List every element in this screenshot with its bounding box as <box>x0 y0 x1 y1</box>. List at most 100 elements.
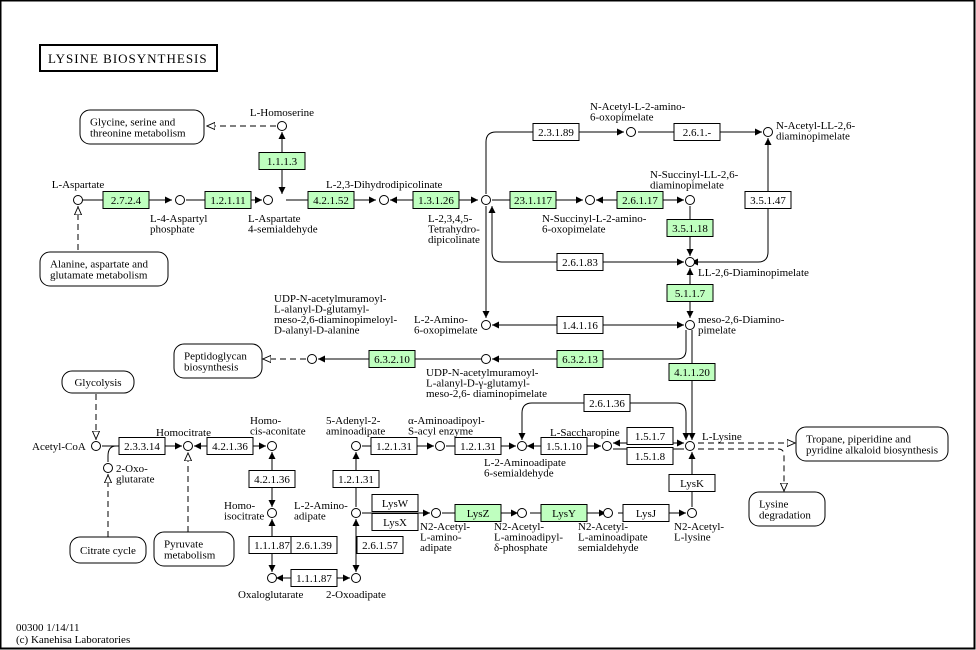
enzyme-box[interactable] <box>248 470 296 488</box>
compound-nacetylll[interactable]: N-Acetyl-LL-2,6-diaminopimelate <box>763 120 856 143</box>
enzyme-box[interactable] <box>626 447 674 465</box>
compound-udpmur2[interactable]: UDP-N-acetylmuramoyl-L-alanyl-D-γ-glutam… <box>426 354 547 401</box>
compound-node[interactable] <box>435 441 445 451</box>
compound-node[interactable] <box>585 195 595 205</box>
enzyme-box[interactable] <box>368 350 416 368</box>
enzyme-e63210[interactable]: 6.3.2.10 <box>368 350 416 368</box>
enzyme-e1113[interactable]: 1.1.1.3 <box>258 152 306 170</box>
enzyme-e23314[interactable]: 2.3.3.14 <box>118 437 166 455</box>
compound-aaacyl[interactable]: α-Aminoadipoyl-S-acyl enzyme <box>408 415 485 451</box>
enzyme-box[interactable] <box>622 504 670 522</box>
compound-asp[interactable]: L-Aspartate <box>52 179 105 205</box>
compound-node[interactable] <box>277 121 287 131</box>
compound-node[interactable] <box>517 441 527 451</box>
enzyme-e42152[interactable]: 4.2.1.52 <box>307 191 355 209</box>
compound-node[interactable] <box>73 195 83 205</box>
enzyme-box[interactable] <box>583 394 631 412</box>
enzyme-box[interactable] <box>118 437 166 455</box>
compound-node[interactable] <box>379 195 389 205</box>
map-link-box[interactable] <box>69 536 147 564</box>
enzyme-box[interactable] <box>668 474 716 492</box>
map-link-glyco[interactable]: Glycolysis <box>61 370 135 394</box>
enzyme-e13126[interactable]: 1.3.1.26 <box>412 191 460 209</box>
compound-thdp[interactable]: L-2,3,4,5-Tetrahydro-dipicolinate <box>428 195 491 247</box>
enzyme-e5117[interactable]: 5.1.1.7 <box>666 284 714 302</box>
enzyme-lysw[interactable]: LysW <box>371 494 419 512</box>
compound-mesodap[interactable]: meso-2,6-Diamino-pimelate <box>685 314 785 337</box>
compound-hser[interactable]: L-Homoserine <box>250 107 314 131</box>
enzyme-e11187a[interactable]: 1.1.1.87 <box>248 536 296 554</box>
compound-node[interactable] <box>481 354 491 364</box>
enzyme-e26139[interactable]: 2.6.1.39 <box>290 536 338 554</box>
enzyme-e41120[interactable]: 4.1.1.20 <box>668 363 716 381</box>
enzyme-lysz[interactable]: LysZ <box>454 504 502 522</box>
compound-node[interactable] <box>626 127 636 137</box>
compound-node[interactable] <box>685 320 695 330</box>
enzyme-e11187b[interactable]: 1.1.1.87 <box>290 569 338 587</box>
enzyme-e15110[interactable]: 1.5.1.10 <box>540 437 588 455</box>
compound-acoa[interactable]: Acetyl-CoA <box>32 441 101 453</box>
enzyme-lysy[interactable]: LysY <box>540 504 588 522</box>
enzyme-box[interactable] <box>102 191 150 209</box>
enzyme-e261x[interactable]: 2.6.1.- <box>673 123 721 141</box>
compound-nacetyl2a6o[interactable]: N-Acetyl-L-2-amino-6-oxopimelate <box>590 101 686 137</box>
compound-n2ac_aadipp[interactable]: N2-Acetyl-L-aminoadipyl-δ-phosphate <box>494 508 563 555</box>
enzyme-box[interactable] <box>454 437 502 455</box>
enzyme-box[interactable] <box>666 219 714 237</box>
enzyme-box[interactable] <box>556 350 604 368</box>
enzyme-box[interactable] <box>371 513 419 531</box>
enzyme-box[interactable] <box>626 427 674 445</box>
compound-node[interactable] <box>183 441 193 451</box>
enzyme-box[interactable] <box>290 536 338 554</box>
compound-l2a6o[interactable]: L-2-Amino-6-oxopimelate <box>414 314 491 337</box>
compound-lys[interactable]: L-Lysine <box>685 431 742 451</box>
enzyme-box[interactable] <box>370 437 418 455</box>
compound-node[interactable] <box>351 573 361 583</box>
enzyme-e42136b[interactable]: 4.2.1.36 <box>248 470 296 488</box>
compound-homocisacon[interactable]: Homo-cis-aconitate <box>250 415 306 451</box>
map-link-box[interactable] <box>61 370 135 394</box>
enzyme-e1517[interactable]: 1.5.1.7 <box>626 427 674 445</box>
map-link-box[interactable] <box>748 491 826 527</box>
enzyme-box[interactable] <box>258 152 306 170</box>
compound-node[interactable] <box>263 195 273 205</box>
enzyme-box[interactable] <box>412 191 460 209</box>
map-link-box[interactable] <box>79 109 205 145</box>
map-link-cit[interactable]: Citrate cycle <box>69 536 147 564</box>
compound-node[interactable] <box>431 508 441 518</box>
enzyme-box[interactable] <box>206 437 254 455</box>
compound-node[interactable] <box>603 508 613 518</box>
compound-node[interactable] <box>267 508 277 518</box>
compound-l2aadip[interactable]: L-2-Amino-adipate <box>294 500 361 523</box>
enzyme-box[interactable] <box>556 253 604 271</box>
compound-node[interactable] <box>763 127 773 137</box>
compound-node[interactable] <box>91 441 101 451</box>
compound-dhdp[interactable]: L-2,3-Dihydrodipicolinate <box>326 179 443 205</box>
enzyme-e12131c[interactable]: 1.2.1.31 <box>332 470 380 488</box>
compound-homoisocit[interactable]: Homo-isocitrate <box>224 500 277 523</box>
enzyme-box[interactable] <box>204 191 252 209</box>
compound-oxoglu[interactable]: 2-Oxo-glutarate <box>103 463 155 486</box>
compound-node[interactable] <box>351 508 361 518</box>
enzyme-box[interactable] <box>744 191 792 209</box>
enzyme-box[interactable] <box>356 536 404 554</box>
enzyme-e26117[interactable]: 2.6.1.17 <box>616 191 664 209</box>
compound-node[interactable] <box>685 195 695 205</box>
enzyme-e35147[interactable]: 3.5.1.47 <box>744 191 792 209</box>
compound-node[interactable] <box>481 195 491 205</box>
enzyme-e63213[interactable]: 6.3.2.13 <box>556 350 604 368</box>
compound-sacch[interactable]: L-Saccharopine <box>550 427 620 451</box>
enzyme-box[interactable] <box>307 191 355 209</box>
map-link-box[interactable] <box>795 426 949 462</box>
enzyme-lysj[interactable]: LysJ <box>622 504 670 522</box>
compound-node[interactable] <box>267 441 277 451</box>
compound-node[interactable] <box>351 441 361 451</box>
